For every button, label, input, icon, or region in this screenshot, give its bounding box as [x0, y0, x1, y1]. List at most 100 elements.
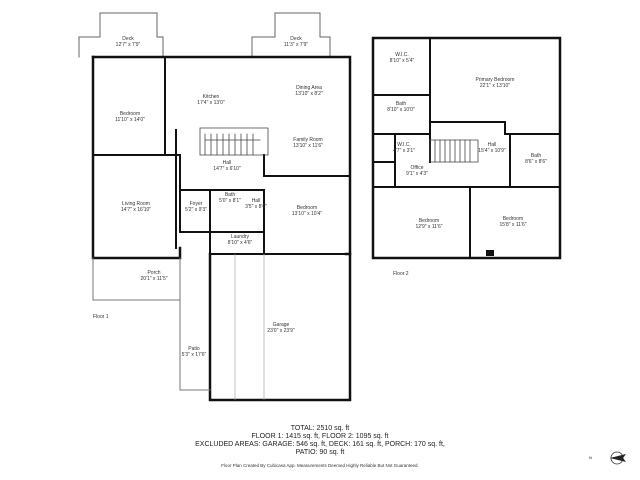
room-name: Office [410, 165, 424, 171]
room-dims: 13'10" x 11'6" [293, 143, 323, 149]
room-dims: 11'10" x 14'0" [115, 117, 145, 123]
room-dims: 12'9" x 11'6" [415, 224, 443, 230]
room-name: Foyer [189, 201, 203, 207]
room-dims: 12'7" x 7'9" [115, 42, 141, 48]
room-dims: 5'3" x 17'6" [181, 352, 207, 358]
room-dims: 8'10" x 5'4" [389, 58, 415, 64]
floor-1-label: Floor 1 [93, 314, 109, 320]
room-name: Bedroom [418, 218, 440, 224]
room-dims: 8'6" x 8'6" [525, 159, 547, 165]
room-name: Porch [147, 270, 161, 276]
room-dims: 8'10" x 10'0" [387, 107, 415, 113]
room-name: Hall [222, 160, 232, 166]
room-name: Deck [122, 36, 134, 42]
room-dims: 22'1" x 13'10" [479, 83, 511, 89]
compass-icon [610, 451, 626, 465]
room-dims: 5'0" x 8'1" [219, 198, 241, 204]
room-name: Dining Area [296, 85, 322, 91]
room-name: Hall [251, 198, 261, 204]
disclaimer-text: Floor Plan Created By Cubicasa App. Meas… [221, 463, 419, 468]
room-name: W.I.C. [397, 142, 411, 148]
room-label-wic-1: W.I.C.8'10" x 5'4" [390, 52, 415, 64]
room-name: Garage [272, 322, 290, 328]
patio-outline [179, 299, 211, 391]
summary-patio: PATIO: 90 sq. ft [295, 449, 345, 456]
floor-1-plan [78, 12, 352, 402]
room-name: Living Room [122, 201, 150, 207]
room-dims: 15'4" x 10'9" [478, 148, 506, 154]
room-dims: 17'4" x 13'0" [197, 100, 225, 106]
room-name: W.I.C. [395, 52, 409, 58]
room-dims: 23'0" x 23'9" [267, 328, 295, 334]
summary-total: TOTAL: 2510 sq. ft [290, 425, 350, 432]
room-name: Laundry [230, 234, 250, 240]
room-dims: 13'10" x 8'2" [295, 91, 323, 97]
room-dims: 4'7" x 3'1" [393, 148, 415, 154]
floor-1-left-wall [91, 55, 182, 260]
summary-floors: FLOOR 1: 1415 sq. ft, FLOOR 2: 1095 sq. … [251, 433, 389, 440]
garage-door-lines [234, 253, 265, 401]
room-name: Bedroom [502, 216, 524, 222]
area-summary: TOTAL: 2510 sq. ft FLOOR 1: 1415 sq. ft,… [0, 425, 640, 457]
room-dims: 5'2" x 9'3" [185, 207, 207, 213]
room-name: Deck [290, 36, 302, 42]
room-name: Bedroom [296, 205, 318, 211]
room-dims: 14'7" x 16'10" [120, 207, 152, 213]
room-dims: 9'1" x 4'3" [406, 171, 428, 177]
room-dims: 11'3" x 7'9" [283, 42, 309, 48]
room-dims: 14'7" x 6'10" [213, 166, 241, 172]
room-dims: 8'10" x 4'6" [227, 240, 253, 246]
room-name: Bath [530, 153, 542, 159]
room-name: Hall [487, 142, 497, 148]
room-name: Patio [188, 346, 200, 352]
room-label-wic-2: W.I.C.4'7" x 3'1" [393, 142, 415, 154]
room-name: Bedroom [119, 111, 141, 117]
room-name: Family Room [293, 137, 323, 143]
garage-wall [208, 252, 352, 402]
deck-left-outline [78, 12, 164, 58]
floor-2-small-fixture [486, 250, 494, 256]
porch-outline [92, 257, 181, 301]
room-name: Bath [224, 192, 236, 198]
stairs-floor-2 [429, 139, 479, 163]
floor-1-mid-walls [92, 56, 351, 255]
floor-2-plan [371, 36, 562, 260]
room-name: Bath [395, 101, 407, 107]
stairs-floor-1 [199, 127, 269, 156]
room-name: Kitchen [202, 94, 220, 100]
room-name: Primary Bedroom [475, 77, 515, 83]
summary-excluded: EXCLUDED AREAS: GARAGE: 546 sq. ft, DECK… [195, 441, 445, 448]
room-dims: 20'1" x 11'5" [140, 276, 168, 282]
floor-2-exterior-wall [371, 36, 562, 260]
deck-right-outline [251, 12, 331, 58]
room-dims: 13'10" x 10'4" [291, 211, 323, 217]
room-dims: 15'8" x 11'6" [499, 222, 527, 228]
room-dims: 3'5" x 8'6" [245, 204, 267, 210]
compass-label: N [589, 455, 592, 460]
floor-2-label: Floor 2 [393, 271, 409, 277]
